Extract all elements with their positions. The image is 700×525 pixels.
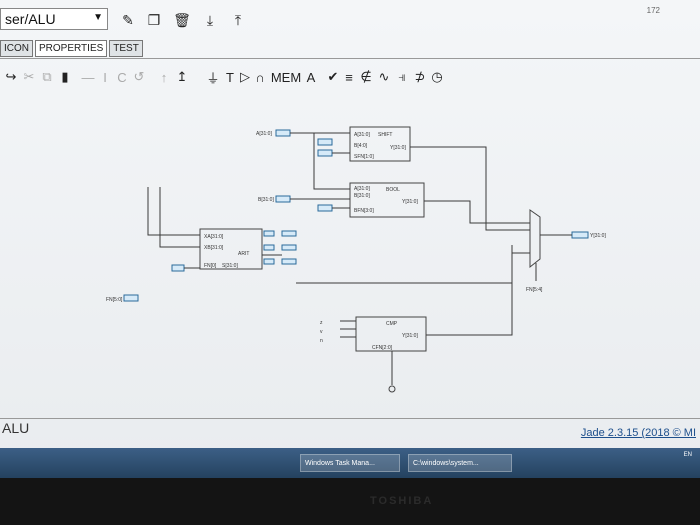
flipflop-icon[interactable]: ⫣: [398, 69, 406, 84]
svg-text:A[31:0]: A[31:0]: [256, 131, 272, 137]
corner-number: 172: [646, 6, 660, 15]
cut-icon[interactable]: ✂: [23, 69, 35, 84]
svg-text:z: z: [320, 320, 323, 326]
cmp-pin-fn: CFN[2:0]: [372, 345, 393, 351]
arit-pin-s: S[31:0]: [222, 263, 238, 269]
buffer-icon[interactable]: ▷: [240, 69, 250, 84]
paste-icon[interactable]: ▮: [61, 69, 69, 84]
schematic-canvas[interactable]: A[31:0] B[4:0] SFN[1:0] SHIFT Y[31:0] A[…: [0, 95, 700, 415]
jade-window: 172 ser/ALU ▼ ✎ ❐ 🗑 ⤓ ⤒ ICON PROPERTIES …: [0, 0, 700, 470]
arit-pin-a: XA[31:0]: [204, 234, 224, 240]
clock-icon[interactable]: ◷: [431, 69, 443, 84]
arit-module[interactable]: XA[31:0] XB[31:0] ARIT FN[0] S[31:0]: [199, 228, 297, 270]
rotate-icon[interactable]: C: [117, 69, 127, 85]
tab-icon[interactable]: ICON: [0, 40, 33, 57]
upload-icon[interactable]: ⤒: [234, 11, 242, 28]
cmp-module[interactable]: CMP Y[31:0] CFN[2:0] z v n: [320, 316, 427, 352]
bool-pin-a: A[31:0]: [354, 186, 370, 192]
port-fn[interactable]: FN[5:0]: [106, 294, 139, 303]
text-tool-label[interactable]: T: [226, 69, 234, 85]
copy-icon[interactable]: ❐: [147, 11, 161, 28]
output-mux[interactable]: FN[5:4]: [526, 209, 543, 293]
bool-pin-y: Y[31:0]: [402, 199, 418, 205]
module-select[interactable]: ser/ALU ▼: [0, 8, 108, 30]
shift-title: SHIFT: [378, 132, 392, 138]
shift-pin-b: B[4:0]: [354, 143, 368, 149]
ground-icon[interactable]: ⏚: [206, 70, 220, 86]
svg-text:n: n: [320, 338, 323, 344]
top-bar: ser/ALU ▼ ✎ ❐ 🗑 ⤓ ⤒: [0, 8, 700, 32]
tab-properties[interactable]: PROPERTIES: [35, 40, 108, 57]
port-in-icon[interactable]: ↑: [160, 69, 168, 85]
port-y[interactable]: Y[31:0]: [571, 231, 606, 239]
copy-tool-icon[interactable]: ⧉: [42, 69, 52, 84]
undo-icon[interactable]: ↺: [133, 69, 145, 84]
trash-icon[interactable]: 🗑: [173, 11, 191, 28]
shift-pin-y: Y[31:0]: [390, 145, 406, 151]
redo-icon[interactable]: ↪: [5, 69, 17, 84]
waveform-icon[interactable]: ∿: [378, 69, 390, 84]
windows-taskbar: Windows Task Mana... C:\windows\system..…: [0, 448, 700, 478]
text-cursor-icon[interactable]: I: [103, 69, 107, 85]
check-icon[interactable]: ✔: [327, 69, 339, 84]
shift-pin-a: A[31:0]: [354, 132, 370, 138]
arit-pin-fn: FN[0]: [204, 263, 217, 269]
bool-title: BOOL: [386, 187, 400, 193]
svg-text:FN[5:0]: FN[5:0]: [106, 297, 123, 303]
port-a[interactable]: A[31:0]: [256, 129, 291, 137]
arit-pin-b: XB[31:0]: [204, 245, 224, 251]
mux-sel-label: FN[5:4]: [526, 287, 543, 293]
language-indicator[interactable]: EN: [683, 452, 692, 458]
shift-pin-fn: SFN[1:0]: [354, 154, 374, 160]
edit-icon[interactable]: ✎: [122, 11, 134, 28]
svg-text:Y[31:0]: Y[31:0]: [590, 233, 606, 239]
bool-pin-fn: BFN[3:0]: [354, 208, 374, 214]
taskbar-item-task-manager[interactable]: Windows Task Mana...: [300, 454, 400, 472]
bus-icon[interactable]: ∉: [360, 69, 372, 84]
svg-text:B[31:0]: B[31:0]: [258, 197, 274, 203]
status-divider: [0, 418, 700, 419]
arit-title: ARIT: [238, 251, 249, 257]
memory-tool-label[interactable]: MEM: [270, 69, 302, 85]
port-out-icon[interactable]: ↥: [176, 69, 188, 84]
cmp-pin-y: Y[31:0]: [402, 333, 418, 339]
cmp-title: CMP: [386, 321, 398, 327]
download-icon[interactable]: ⤓: [206, 11, 214, 28]
bool-module[interactable]: A[31:0] B[31:0] BFN[3:0] BOOL Y[31:0]: [349, 182, 425, 218]
port-b[interactable]: B[31:0]: [258, 195, 291, 203]
and-gate-icon[interactable]: ⊅: [414, 69, 426, 84]
equals-icon[interactable]: ≡: [345, 69, 353, 85]
svg-text:v: v: [320, 329, 323, 335]
arc-icon[interactable]: ∩: [255, 69, 265, 85]
schematic-toolbar: ↪ ✂ ⧉ ▮ — I C ↺ ↑ ↥ ⏚ T ▷ ∩ MEM A ✔ ≡ ∉ …: [0, 66, 700, 88]
view-tabs: ICON PROPERTIES TEST: [0, 40, 143, 58]
tab-divider: [0, 58, 700, 59]
tab-test[interactable]: TEST: [109, 40, 143, 57]
laptop-bezel: [0, 478, 700, 525]
version-link[interactable]: Jade 2.3.15 (2018 © MI: [580, 427, 696, 439]
taskbar-item-cmd[interactable]: C:\windows\system...: [408, 454, 512, 472]
wire-tool-icon[interactable]: —: [81, 69, 95, 85]
annotation-tool-label[interactable]: A: [306, 69, 316, 85]
bool-pin-b: B[31:0]: [354, 193, 370, 199]
shift-module[interactable]: A[31:0] B[4:0] SFN[1:0] SHIFT Y[31:0]: [349, 126, 411, 162]
laptop-brand: TOSHIBA: [370, 495, 434, 507]
module-select-value: ser/ALU: [5, 11, 56, 27]
module-name: ALU: [2, 420, 30, 436]
chevron-down-icon: ▼: [93, 12, 103, 23]
